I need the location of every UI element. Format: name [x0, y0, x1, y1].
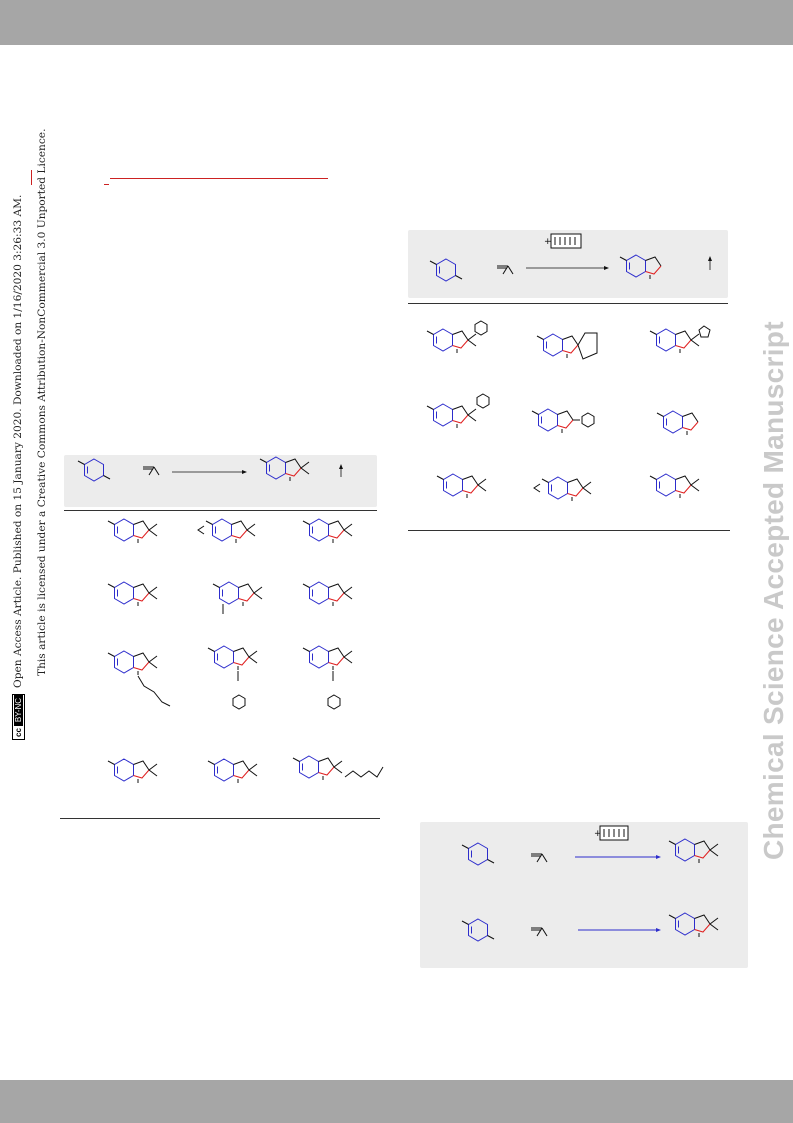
product-grid-right [408, 320, 711, 520]
license-sidebar: cc BY-NC Open Access Article. Published … [11, 129, 48, 740]
scheme-reaction-left [64, 455, 343, 507]
svg-text:+: + [544, 237, 552, 247]
table-bottom-rule-right [408, 530, 730, 531]
access-line: Open Access Article. Published on 15 Jan… [12, 194, 24, 688]
scheme-divider [64, 510, 377, 511]
watermark: Chemical Science Accepted Manuscript [758, 321, 789, 860]
table-bottom-rule-left [60, 818, 380, 819]
svg-text:+: + [594, 829, 602, 839]
licence-line: This article is licensed under a Creativ… [36, 128, 48, 676]
margin-mark [31, 170, 32, 185]
footer-bar [0, 1080, 793, 1123]
scheme-reaction-right: + [408, 233, 712, 298]
header-bar [0, 0, 793, 45]
link-underline[interactable] [110, 178, 328, 179]
control-experiments: + [420, 825, 719, 968]
link-tick [104, 184, 109, 185]
scheme-reaction-box [64, 455, 377, 507]
cc-badge[interactable]: cc BY-NC [11, 693, 25, 740]
control-box [420, 822, 748, 968]
license-badge: BY-NC [13, 694, 23, 726]
scheme-divider-right [408, 303, 728, 304]
product-grid-left [64, 515, 384, 815]
cc-icon: cc [13, 725, 23, 739]
